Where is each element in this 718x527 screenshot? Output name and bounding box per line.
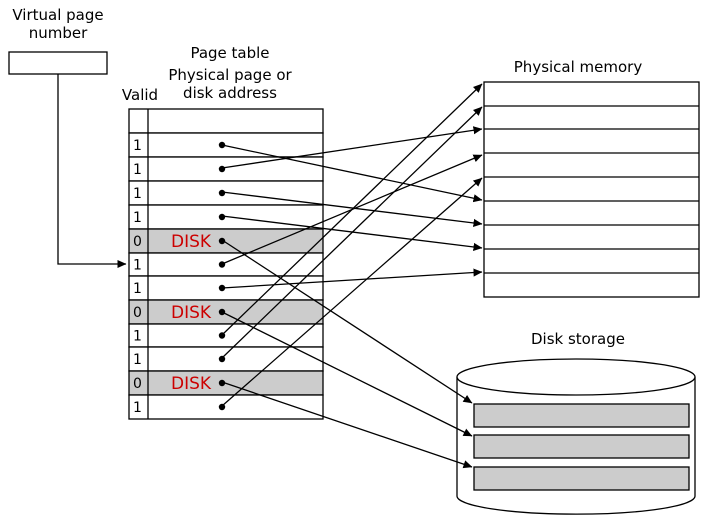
physical-memory-frames xyxy=(484,105,699,274)
valid-bit: 1 xyxy=(133,281,142,297)
physical-memory xyxy=(483,81,700,298)
disk-block-3 xyxy=(473,466,690,491)
pointer-dot xyxy=(218,332,226,339)
pointer-dot xyxy=(218,141,226,149)
valid-bit: 1 xyxy=(133,138,142,154)
valid-bit: 1 xyxy=(133,258,142,274)
page-table-row-cell xyxy=(128,108,324,134)
page-table-title: Page table xyxy=(190,44,270,62)
page-table-row-cell xyxy=(128,346,324,372)
pointer-dot xyxy=(218,403,226,411)
page-table-row: 1 xyxy=(128,394,324,420)
physical-memory-title: Physical memory xyxy=(513,58,643,76)
pointer-dot xyxy=(218,284,226,292)
disk-block-1 xyxy=(473,403,690,428)
arrow-row10-to-frame2 xyxy=(221,106,483,359)
disk-block-2 xyxy=(473,434,690,459)
valid-bit: 1 xyxy=(133,210,142,226)
page-table-row: 1 xyxy=(128,156,324,182)
arrow-row3-to-frame6 xyxy=(221,191,483,227)
disk-storage-title: Disk storage xyxy=(531,330,625,348)
arrow-row1-to-frame5 xyxy=(221,144,483,203)
page-table-row-cell xyxy=(128,299,324,325)
pointer-dot xyxy=(218,261,226,268)
page-table-row xyxy=(128,108,324,134)
arrow-disk3-to-block1 xyxy=(221,381,473,469)
disk-address-label: DISK xyxy=(171,232,212,252)
page-table-row: 1 xyxy=(128,132,324,158)
virtual-page-number-label: Virtual page number xyxy=(0,6,116,42)
valid-bit: 1 xyxy=(133,400,142,416)
page-table-row: 1 xyxy=(128,346,324,372)
pointer-dot xyxy=(218,379,226,387)
pointer-dots xyxy=(218,141,226,411)
mapping-arrows xyxy=(221,83,483,469)
vpn-label-line2: number xyxy=(28,24,88,42)
valid-bit: 1 xyxy=(133,162,142,178)
disk-address-label: DISK xyxy=(171,303,212,323)
physical-memory-box xyxy=(483,81,700,298)
vpn-pointer-line xyxy=(57,74,127,269)
pointer-dot xyxy=(218,213,226,221)
vpn-label-line1: Virtual page xyxy=(12,6,104,24)
arrow-disk1-to-block3 xyxy=(221,239,473,404)
page-table-row: 1 xyxy=(128,252,324,277)
valid-bit: 0 xyxy=(133,376,142,392)
page-table-row: 0 DISK xyxy=(128,299,324,325)
page-table-row-cell xyxy=(128,228,324,254)
valid-bit: 1 xyxy=(133,329,142,345)
arrow-row9-to-frame1 xyxy=(221,83,483,336)
pointer-dot xyxy=(218,237,226,245)
valid-bit: 1 xyxy=(133,352,142,368)
pointer-dot xyxy=(218,355,226,363)
virtual-page-number-box xyxy=(8,51,108,75)
pte-header: Physical page or disk address xyxy=(160,66,300,102)
valid-bit: 1 xyxy=(133,186,142,202)
arrow-row2-to-frame3 xyxy=(221,126,483,169)
pointer-dot xyxy=(218,308,226,316)
page-table-row-cell xyxy=(128,252,324,277)
arrow-row12-to-frame5 xyxy=(221,177,483,407)
valid-bit: 0 xyxy=(133,234,142,250)
disk-cylinder-top xyxy=(456,358,696,396)
valid-column-header: Valid xyxy=(121,86,159,104)
page-table-row: 0 DISK xyxy=(128,228,324,254)
page-table-row: 1 xyxy=(128,323,324,348)
page-table-row-cell xyxy=(128,156,324,182)
arrow-row7-to-frame9 xyxy=(221,268,483,289)
pte-header-line1: Physical page or xyxy=(168,66,292,84)
page-table-row-cell xyxy=(128,132,324,158)
page-table-row-cell xyxy=(128,394,324,420)
arrow-disk2-to-block2 xyxy=(221,311,473,437)
pte-header-line2: disk address xyxy=(183,84,277,102)
pointer-dot xyxy=(218,189,226,197)
disk-address-label: DISK xyxy=(171,374,212,394)
disk-storage xyxy=(456,358,696,515)
valid-bit: 0 xyxy=(133,305,142,321)
page-table-row: 1 xyxy=(128,275,324,301)
pointer-dot xyxy=(218,165,226,173)
